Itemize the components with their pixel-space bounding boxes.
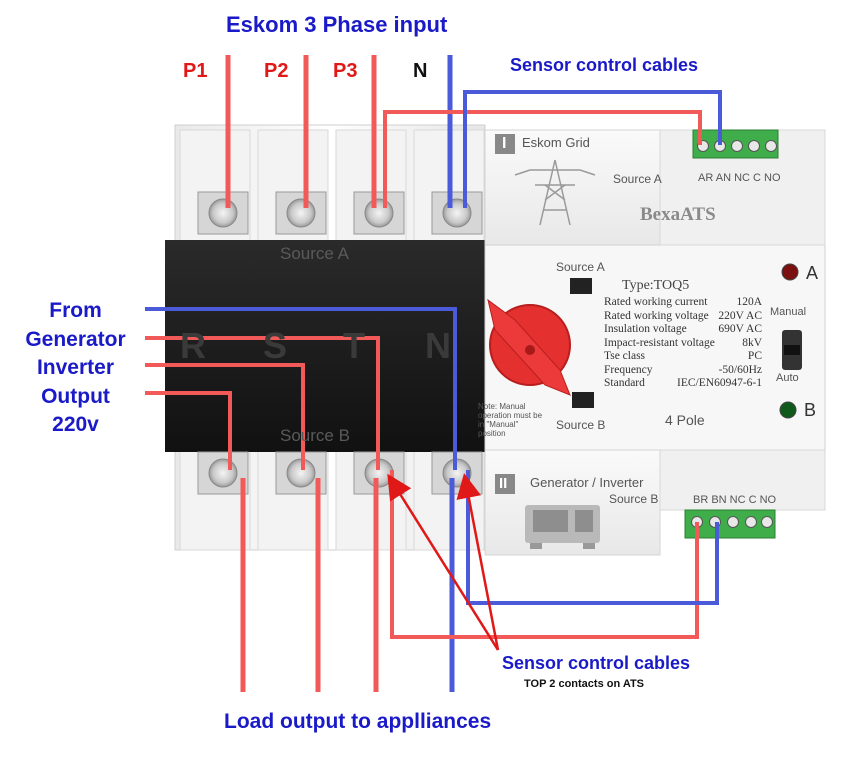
sensor-top-label: Sensor control cables xyxy=(510,55,699,75)
spec-value: 690V AC xyxy=(718,323,762,335)
mode-auto-label: Auto xyxy=(776,372,799,384)
from-generator-line-5: 220v xyxy=(52,413,99,436)
bottom-terminals xyxy=(197,451,483,495)
rotary-knob[interactable] xyxy=(487,298,571,396)
load-output-label: Load output to appl​liances xyxy=(224,710,492,733)
sensor-top-red-wire xyxy=(383,110,702,208)
manual-operation-note: Note: Manual operation must be in "Manua… xyxy=(478,402,543,438)
phase-label-p3: P3 xyxy=(333,60,358,82)
generator-icon xyxy=(525,505,600,549)
from-generator-line-1: From xyxy=(49,299,102,322)
source-a-window xyxy=(570,278,592,294)
spec-value: 8kV xyxy=(742,336,762,349)
top-terminals xyxy=(197,191,483,235)
generator-red-wire-3 xyxy=(145,391,232,470)
switch-source-a-label: Source A xyxy=(280,244,349,263)
phase-label-n: N xyxy=(413,60,428,82)
pylon-icon xyxy=(514,159,596,226)
sensor-bottom-label: Sensor control cables xyxy=(502,653,691,673)
ats-type: Type:TOQ5 xyxy=(622,278,690,293)
terminal-block-top xyxy=(692,129,779,159)
terminal-block-bottom xyxy=(684,509,776,539)
grid-badge-box xyxy=(495,134,515,154)
sensor-top-blue-wire xyxy=(463,90,722,208)
ats-source-a-top: Source A xyxy=(613,172,662,186)
grid-badge: I xyxy=(502,135,507,152)
terminals-bottom-label: BR BN NC C NO xyxy=(693,494,777,506)
incoming-live-wires xyxy=(225,55,377,208)
wires xyxy=(145,55,722,692)
switch-front-panel xyxy=(165,240,485,452)
spec-name: Standard xyxy=(604,377,645,389)
mode-manual-label: Manual xyxy=(770,306,807,318)
pole-letter-r: R xyxy=(180,325,206,366)
generator-blue-wire xyxy=(145,307,457,470)
pole-letter-s: S xyxy=(263,325,288,366)
pole-letter-t: T xyxy=(343,325,365,366)
diagram-title: Eskom 3 Phase input xyxy=(226,12,448,37)
from-generator-line-4: Output xyxy=(41,384,110,408)
gen-badge: II xyxy=(499,475,508,492)
switch-source-b-label: Source B xyxy=(280,426,350,445)
sensor-bottom-sublabel: TOP 2 contacts on ATS xyxy=(524,678,645,690)
indicator-b-light xyxy=(779,401,797,419)
sensor-bottom-red-wire xyxy=(390,470,699,639)
sensor-bottom-blue-wire xyxy=(466,470,719,605)
spec-value: -50/60Hz xyxy=(718,363,762,376)
indicator-a-light xyxy=(781,263,799,281)
pole-letter-n: N xyxy=(425,325,451,366)
spec-value: 220V AC xyxy=(718,309,762,322)
terminals-top-label: AR AN NC C NO xyxy=(698,172,781,184)
spec-name: Tse class xyxy=(604,350,646,362)
gen-label: Generator / Inverter xyxy=(530,475,644,490)
from-generator-line-3: Inverter xyxy=(36,356,115,379)
indicator-a-label: A xyxy=(806,263,819,283)
spec-value: 120A xyxy=(736,296,762,308)
panel-source-a: Source A xyxy=(556,260,605,274)
spec-value: PC xyxy=(747,350,762,362)
brand-name: BexaATS xyxy=(640,204,716,225)
from-generator-label: From Generator Inverter Output 220v xyxy=(18,297,133,440)
gen-badge-box xyxy=(495,474,515,494)
phase-label-p1: P1 xyxy=(183,60,208,82)
spec-name: Impact-resistant voltage xyxy=(604,336,715,349)
ats-module xyxy=(484,129,826,556)
indicator-b-label: B xyxy=(804,400,817,420)
spec-name: Insulation voltage xyxy=(604,323,687,335)
grid-label: Eskom Grid xyxy=(522,135,590,150)
source-b-window xyxy=(572,392,594,408)
ats-source-b-bottom: Source B xyxy=(609,492,659,506)
generator-red-wire-1 xyxy=(145,336,380,470)
pole-count: 4 Pole xyxy=(665,412,705,428)
generator-red-wire-2 xyxy=(145,363,305,470)
phase-label-p2: P2 xyxy=(264,60,289,82)
spec-name: Frequency xyxy=(604,363,653,376)
spec-name: Rated working current xyxy=(604,296,708,308)
from-generator-line-2: Generator xyxy=(25,327,126,351)
sensor-arrows xyxy=(387,473,500,651)
panel-source-b: Source B xyxy=(556,418,606,432)
spec-value: IEC/EN60947-6-1 xyxy=(677,377,762,389)
spec-list: Rated working current 120A Rated working… xyxy=(604,296,762,392)
spec-name: Rated working voltage xyxy=(604,309,709,322)
